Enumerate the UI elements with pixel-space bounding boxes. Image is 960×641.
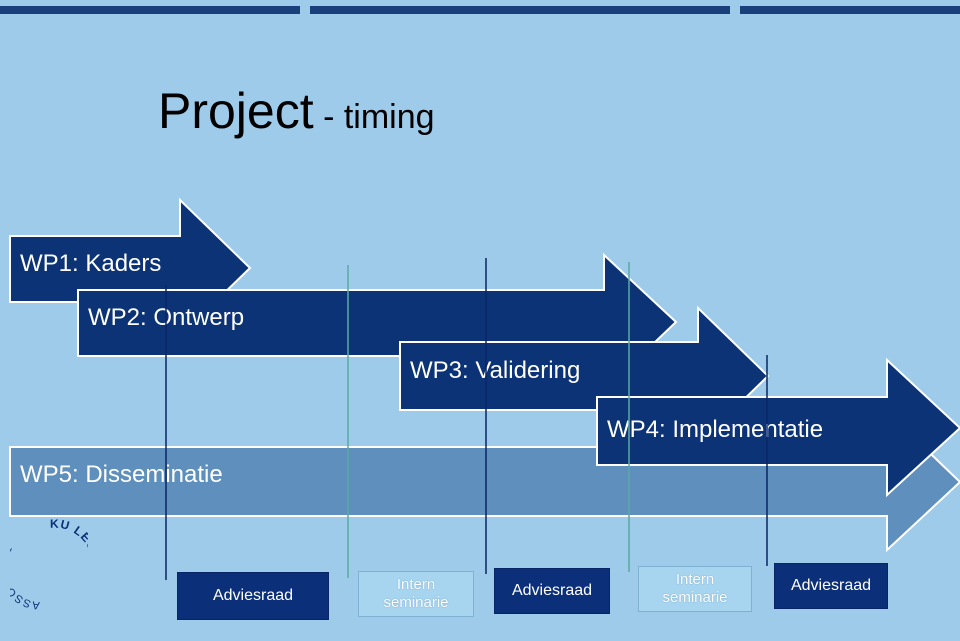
wp1-label: WP1: Kaders [20,250,161,277]
top-dash-3 [740,6,960,14]
milestone-adviesraad-2: Adviesraad [494,568,610,614]
logo-graphic: ASSOCIATIE KU LEUVEN [0,517,102,612]
milestone-1-line-1: Adviesraad [212,587,294,604]
title-sub: - timing [313,98,435,136]
page-title: Project - timing [158,82,435,140]
wp4-arrow [596,357,960,498]
milestone-4-line-1: Intern [675,571,715,588]
wp4-label: WP4: Implementatie [607,416,823,443]
milestone-4-line-2: seminarie [662,589,728,606]
title-main: Project [158,83,314,139]
wp3-label: WP3: Validering [410,357,580,384]
svg-text:KU LEUVEN: KU LEUVEN [50,518,88,583]
milestone-adviesraad-1: Adviesraad [177,572,329,620]
top-dash-2 [310,6,730,14]
ku-leuven-logo: ASSOCIATIE KU LEUVEN [0,517,102,612]
wp5-label: WP5: Disseminatie [20,461,223,488]
top-dash-1 [0,6,300,14]
milestone-intern-seminarie-2: Intern seminarie [638,566,752,612]
svg-text:ASSOCIATIE: ASSOCIATIE [10,543,40,610]
milestone-adviesraad-3: Adviesraad [774,563,888,609]
milestone-intern-seminarie-1: Intern seminarie [358,571,474,617]
milestone-5-line-1: Adviesraad [790,577,872,594]
milestone-3-line-1: Adviesraad [511,582,593,599]
milestone-2-line-2: seminarie [383,594,449,611]
top-decoration-band [0,0,960,22]
milestone-2-line-1: Intern [396,576,436,593]
